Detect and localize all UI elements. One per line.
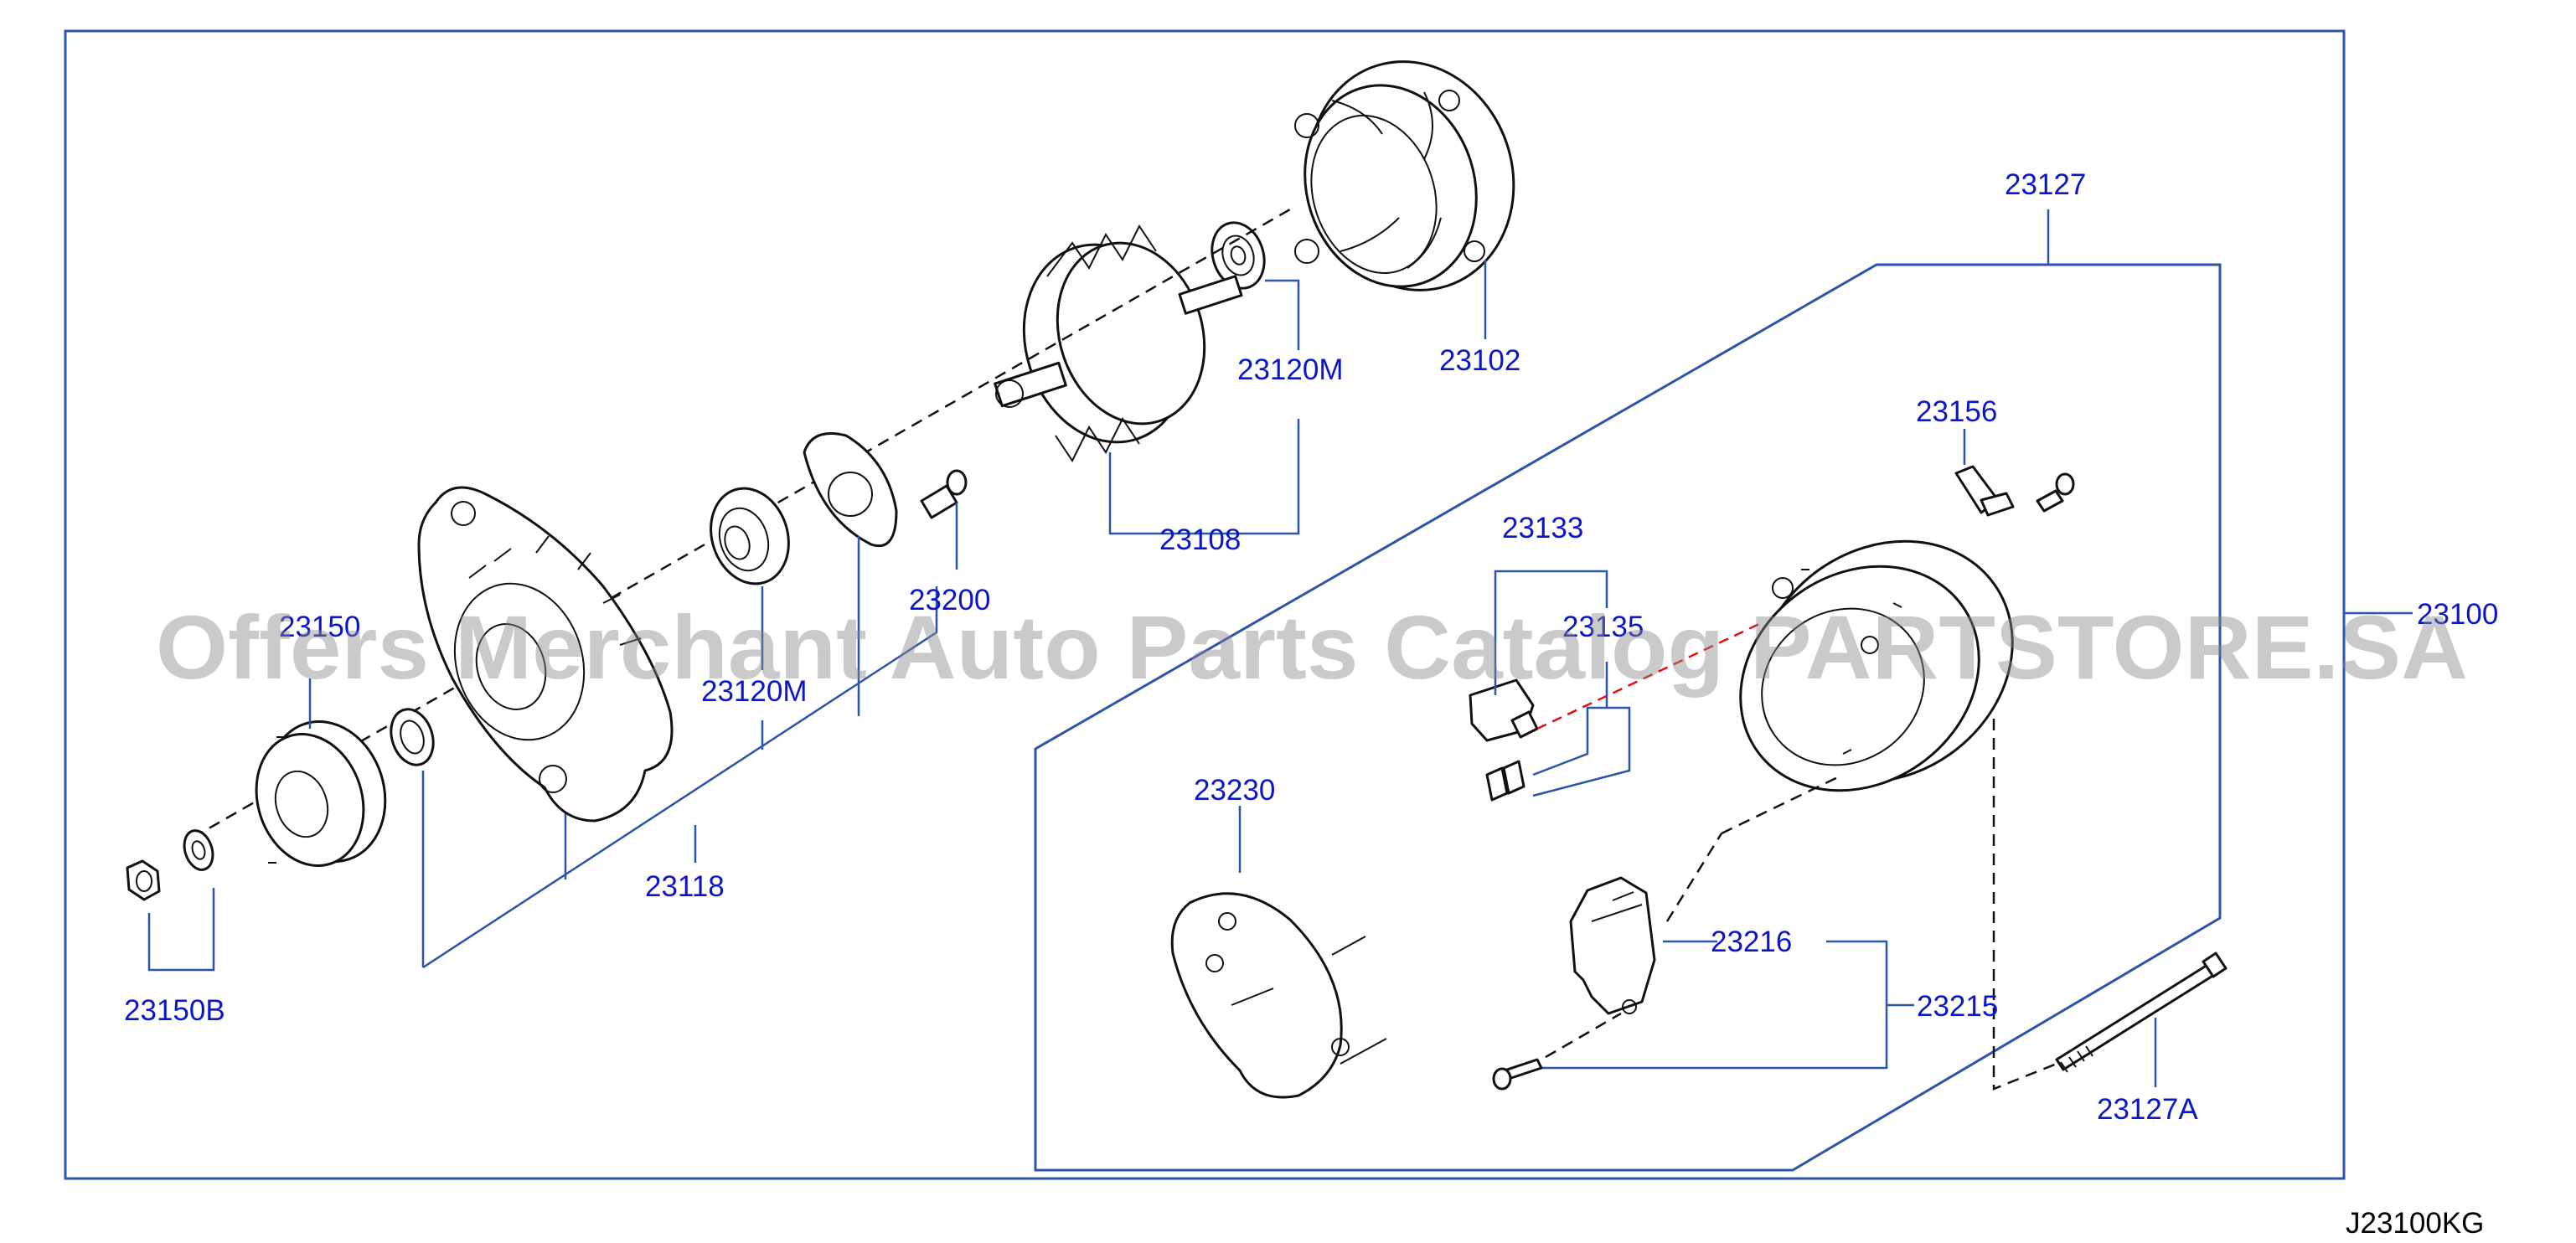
outer-frame [64,29,2346,1180]
rear-housing-23102 [1294,60,1515,291]
label-23200: 23200 [909,584,990,616]
leader-23133 [1494,570,1608,695]
bolt-axis [1992,719,2057,1091]
nut-23150B [126,859,161,901]
connector-alignment-line [1536,622,1760,730]
rear-cover-assembly-frame [1034,263,2222,1172]
diagram-code: J23100KG [2346,1207,2484,1240]
watermark: Offers Merchant Auto Parts Catalog PARTS… [156,596,2468,698]
label-23118: 23118 [645,870,725,903]
label-23230: 23230 [1194,774,1275,807]
pulley-23150 [255,719,387,867]
spacer-ring [390,708,435,766]
label-23156: 23156 [1916,395,1997,428]
screw-23200 [920,469,968,519]
rotor-23108 [994,224,1243,462]
connector-23133 [1469,678,1539,742]
label-23108: 23108 [1159,524,1241,556]
terminal-23135 [1485,760,1525,802]
terminal-screw [2036,472,2075,513]
label-23127A: 23127A [2097,1093,2198,1126]
label-23215: 23215 [1917,990,1998,1023]
regulator-axis [1665,833,1723,922]
leader-23135-b [1532,706,1607,776]
terminal-23156 [1954,465,2015,517]
bearing-23120M-mid [710,487,790,585]
label-23127: 23127 [2005,168,2086,201]
leader-23135 [1532,662,1631,797]
brush-plate-23230 [1170,892,1387,1099]
bearing-23120M-top [1211,221,1266,290]
label-23133: 23133 [1502,512,1583,544]
rear-cover-23127 [1739,539,2014,792]
brush-screw-axis [1545,1012,1622,1059]
label-23135: 23135 [1562,611,1644,643]
retainer-plate [803,432,898,547]
label-23102: 23102 [1439,344,1520,377]
cover-axis [1721,773,1844,835]
label-23150B: 23150B [124,994,225,1027]
label-23120M-mid: 23120M [701,675,807,708]
label-23120M-top: 23120M [1237,353,1343,386]
leader-23150B [147,888,215,972]
leader-23120M-top [1265,279,1300,350]
washer-23150B [183,829,214,871]
front-housing [417,486,674,823]
label-23216: 23216 [1711,926,1792,958]
brush-screw [1492,1058,1543,1091]
regulator-23216 [1569,876,1656,1015]
label-23150: 23150 [279,611,360,643]
label-23100: 23100 [2417,598,2498,631]
leader-23118-group [422,586,938,969]
leader-23108 [1108,419,1300,535]
through-bolt-23127A [2055,952,2228,1073]
